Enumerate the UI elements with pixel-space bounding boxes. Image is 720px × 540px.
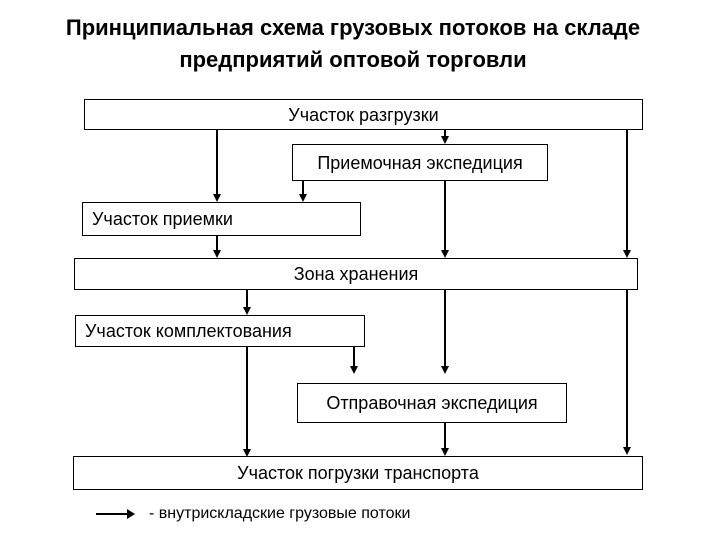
- flow-arrow-unloading-to-acceptance: [216, 130, 218, 194]
- flow-arrow-picking-to-dispatch-expedition: [353, 347, 355, 366]
- flow-arrow-dispatch-expedition-to-loading: [444, 423, 446, 448]
- node-receiving-expedition: Приемочная экспедиция: [292, 144, 548, 181]
- title-line-1: Принципиальная схема грузовых потоков на…: [65, 15, 641, 40]
- node-dispatch-expedition: Отправочная экспедиция: [297, 383, 567, 423]
- legend-right-arrow-icon: [96, 509, 135, 519]
- flow-arrow-receiving-expedition-to-storage: [444, 181, 446, 250]
- node-loading-area: Участок погрузки транспорта: [73, 456, 643, 490]
- flow-arrow-picking-to-loading: [246, 347, 248, 449]
- flow-arrow-unloading-to-storage: [626, 130, 628, 250]
- node-unloading-area: Участок разгрузки: [84, 99, 643, 130]
- flow-arrow-acceptance-to-storage: [216, 236, 218, 250]
- flow-arrow-storage-to-dispatch-expedition: [444, 290, 446, 366]
- title-line-2: предприятий оптовой торговли: [179, 47, 527, 72]
- legend-label: - внутрискладские грузовые потоки: [149, 505, 411, 522]
- diagram-title: Принципиальная схема грузовых потоков на…: [0, 12, 706, 76]
- node-acceptance-area: Участок приемки: [82, 202, 361, 236]
- flow-arrow-storage-to-loading: [626, 290, 628, 447]
- flow-arrow-unloading-to-receiving-expedition: [444, 130, 446, 136]
- flow-arrow-storage-to-picking: [246, 290, 248, 307]
- node-storage-zone: Зона хранения: [74, 258, 638, 290]
- node-picking-area: Участок комплектования: [75, 315, 365, 347]
- legend: - внутрискладские грузовые потоки: [96, 505, 410, 523]
- flow-arrow-receiving-expedition-to-acceptance: [302, 181, 304, 194]
